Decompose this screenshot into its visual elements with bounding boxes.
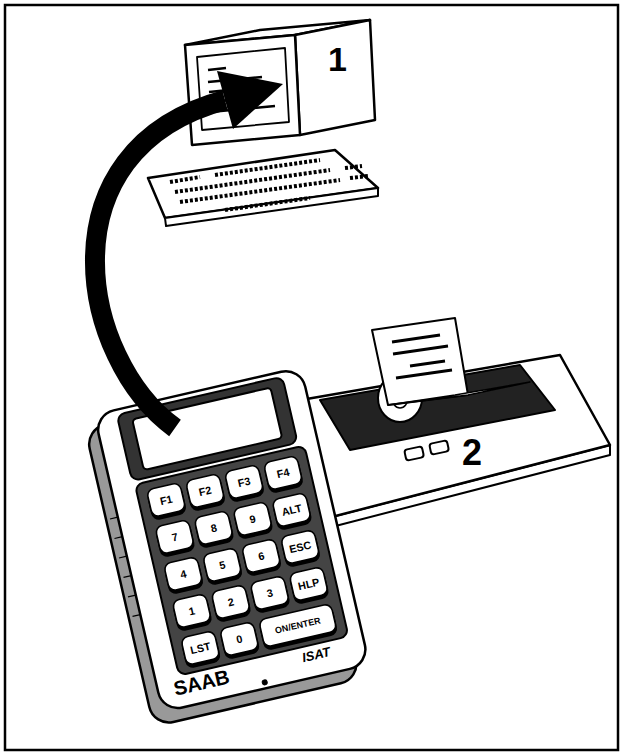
- keyboard-edge: [165, 188, 378, 226]
- terminal: [82, 367, 372, 726]
- key: [172, 593, 211, 628]
- paper: [372, 318, 468, 405]
- key: [233, 501, 272, 536]
- key: [224, 464, 263, 499]
- key-row: [350, 176, 368, 178]
- printer-button: [404, 446, 424, 461]
- monitor-screen: [197, 48, 289, 130]
- key: [185, 473, 224, 508]
- key: [259, 604, 337, 648]
- print-line: [392, 335, 440, 342]
- key: [203, 547, 242, 582]
- key: [263, 455, 302, 490]
- key: [146, 482, 185, 517]
- arrow-head: [217, 71, 283, 129]
- printer-button: [429, 440, 449, 455]
- frame: [5, 5, 618, 750]
- transfer-arrow: [95, 71, 283, 428]
- monitor-front: [185, 35, 300, 145]
- key: [250, 575, 289, 610]
- key: [280, 529, 319, 564]
- print-line: [410, 361, 445, 366]
- connector-port: [262, 679, 268, 685]
- key-row: [175, 170, 330, 192]
- key: [211, 584, 250, 619]
- print-line: [396, 370, 452, 378]
- terminal-body: [94, 367, 369, 712]
- callout-number: 1: [328, 40, 347, 79]
- key: [181, 631, 220, 666]
- key-row: [345, 166, 362, 168]
- key: [155, 519, 194, 554]
- screen-line: [208, 68, 226, 70]
- key-row: [170, 177, 200, 182]
- key: [220, 622, 259, 657]
- key: [241, 538, 280, 573]
- print-line: [393, 346, 448, 354]
- paper-print: [392, 335, 452, 378]
- key: [272, 492, 311, 527]
- key-row: [225, 198, 310, 210]
- keyboard-keys: [170, 160, 368, 210]
- keys: [146, 455, 337, 668]
- key: [194, 510, 233, 545]
- key: [164, 556, 203, 591]
- paper-slot: [388, 382, 530, 405]
- callout-number: 2: [462, 432, 482, 473]
- key-row: [180, 180, 340, 202]
- key: [289, 566, 328, 601]
- monitor-side: [295, 20, 375, 135]
- arrow-shaft: [95, 100, 225, 428]
- keypad-panel: [135, 445, 349, 675]
